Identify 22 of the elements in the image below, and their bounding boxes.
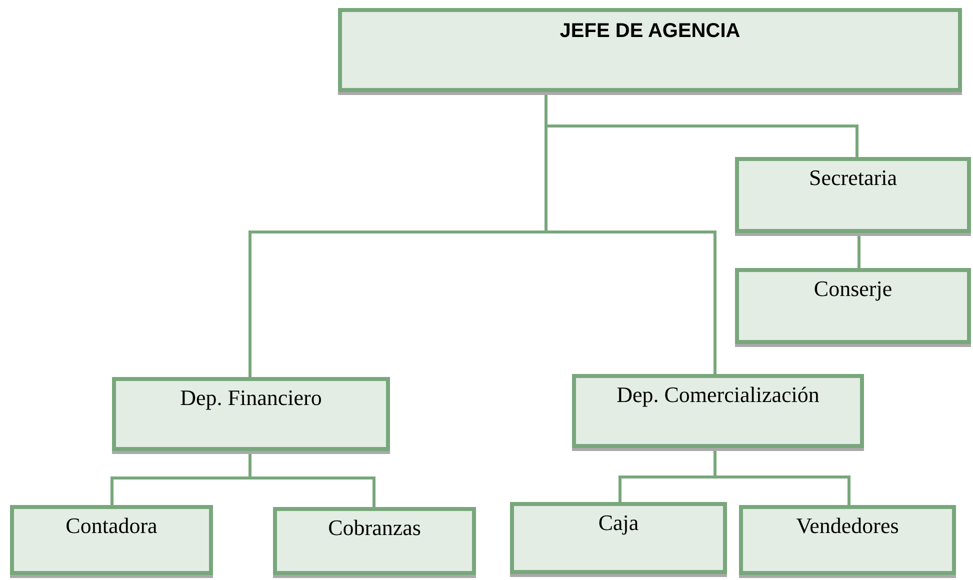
box-label: Contadora [66, 513, 158, 538]
org-box [10, 505, 213, 575]
box-label: Conserje [814, 276, 892, 302]
org-box [510, 502, 727, 574]
box-title: JEFE DE AGENCIA [560, 20, 740, 43]
box-label: Vendedores [796, 513, 899, 538]
org-box [735, 268, 971, 344]
connector-line [248, 451, 376, 507]
connector-line [544, 92, 716, 374]
box-label: Cobranzas [328, 515, 421, 540]
org-box [112, 377, 390, 451]
box-label: Dep. Comercialización [616, 382, 820, 408]
org-box [273, 507, 476, 575]
box-label: Dep. Financiero [180, 385, 322, 410]
box-label: Caja [598, 510, 639, 536]
org-box [735, 157, 971, 233]
connector-line [714, 448, 850, 505]
org-box [739, 505, 956, 575]
connector-line [858, 233, 860, 268]
box-label: Secretaria [809, 165, 897, 190]
org-box [572, 374, 864, 448]
org-box [338, 8, 962, 92]
